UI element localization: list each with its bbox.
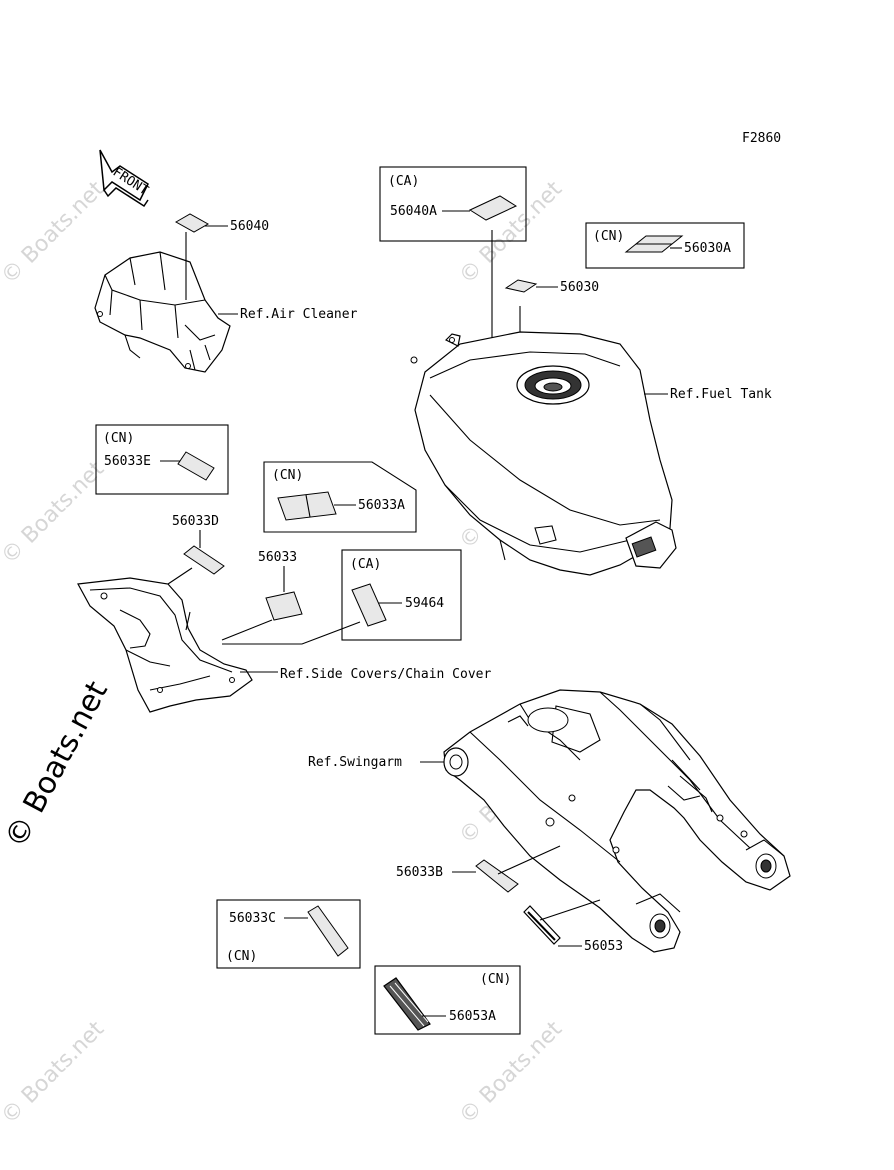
part-label-56033c: 56033C [229, 911, 276, 926]
watermark-text: © Boats.net [0, 1016, 109, 1129]
part-label-59464: 59464 [405, 596, 444, 611]
side-cover-drawing [77, 577, 253, 713]
part-label-56033: 56033 [258, 550, 297, 565]
air-cleaner-drawing [94, 251, 231, 373]
callout-box-cn-56030a [585, 222, 745, 269]
part-label-56053: 56053 [584, 939, 623, 954]
part-label-56033a: 56033A [358, 498, 405, 513]
callout-box-cn-56033e [95, 424, 229, 495]
part-label-56030: 56030 [560, 280, 599, 295]
decal-56030 [504, 279, 538, 293]
watermark-text: © Boats.net [455, 1016, 568, 1129]
part-label-56040a: 56040A [390, 204, 437, 219]
region-tag-ca: (CA) [388, 174, 419, 189]
part-label-56033e: 56033E [104, 454, 151, 469]
region-tag-cn: (CN) [272, 468, 303, 483]
callout-box-cn-56033a [263, 461, 417, 533]
fuel-tank-drawing [410, 331, 677, 576]
decal-56040a [468, 195, 518, 221]
part-label-56030a: 56030A [684, 241, 731, 256]
part-label-56053a: 56053A [449, 1009, 496, 1024]
decal-56053 [523, 905, 561, 945]
watermark-text: © Boats.net [455, 0, 568, 9]
part-label-56040: 56040 [230, 219, 269, 234]
watermark-text: © Boats.net [0, 176, 109, 289]
ref-fuel-tank: Ref.Fuel Tank [670, 387, 772, 402]
region-tag-cn: (CN) [226, 949, 257, 964]
watermark-text: © Boats.net [0, 456, 109, 569]
callout-box-cn-56053a [374, 965, 521, 1035]
decal-56033a [277, 491, 337, 521]
ref-swingarm: Ref.Swingarm [308, 755, 402, 770]
decal-56033c [307, 905, 349, 957]
watermark-text: © Boats.net [455, 176, 568, 289]
swingarm-drawing [443, 689, 791, 953]
ref-air-cleaner: Ref.Air Cleaner [240, 307, 358, 322]
region-tag-cn: (CN) [593, 229, 624, 244]
callout-box-cn-56033c [216, 899, 361, 969]
decal-56033e [177, 451, 215, 481]
region-tag-cn: (CN) [480, 972, 511, 987]
part-label-56033d: 56033D [172, 514, 219, 529]
callout-box-ca-59464 [341, 549, 462, 641]
region-tag-cn: (CN) [103, 431, 134, 446]
decal-56033b [475, 859, 519, 893]
figure-code: F2860 [742, 131, 781, 146]
ref-side-covers: Ref.Side Covers/Chain Cover [280, 667, 491, 682]
decal-56040 [174, 213, 210, 233]
decal-56033 [265, 591, 303, 621]
decal-59464 [351, 583, 387, 627]
part-label-56033b: 56033B [396, 865, 443, 880]
region-tag-ca: (CA) [350, 557, 381, 572]
watermark-side-text: © Boats.net [0, 676, 115, 854]
decal-56033d [183, 545, 225, 575]
front-arrow-icon: FRONT [99, 149, 151, 208]
callout-box-ca-56040a [379, 166, 527, 242]
decal-56053a [383, 977, 431, 1031]
